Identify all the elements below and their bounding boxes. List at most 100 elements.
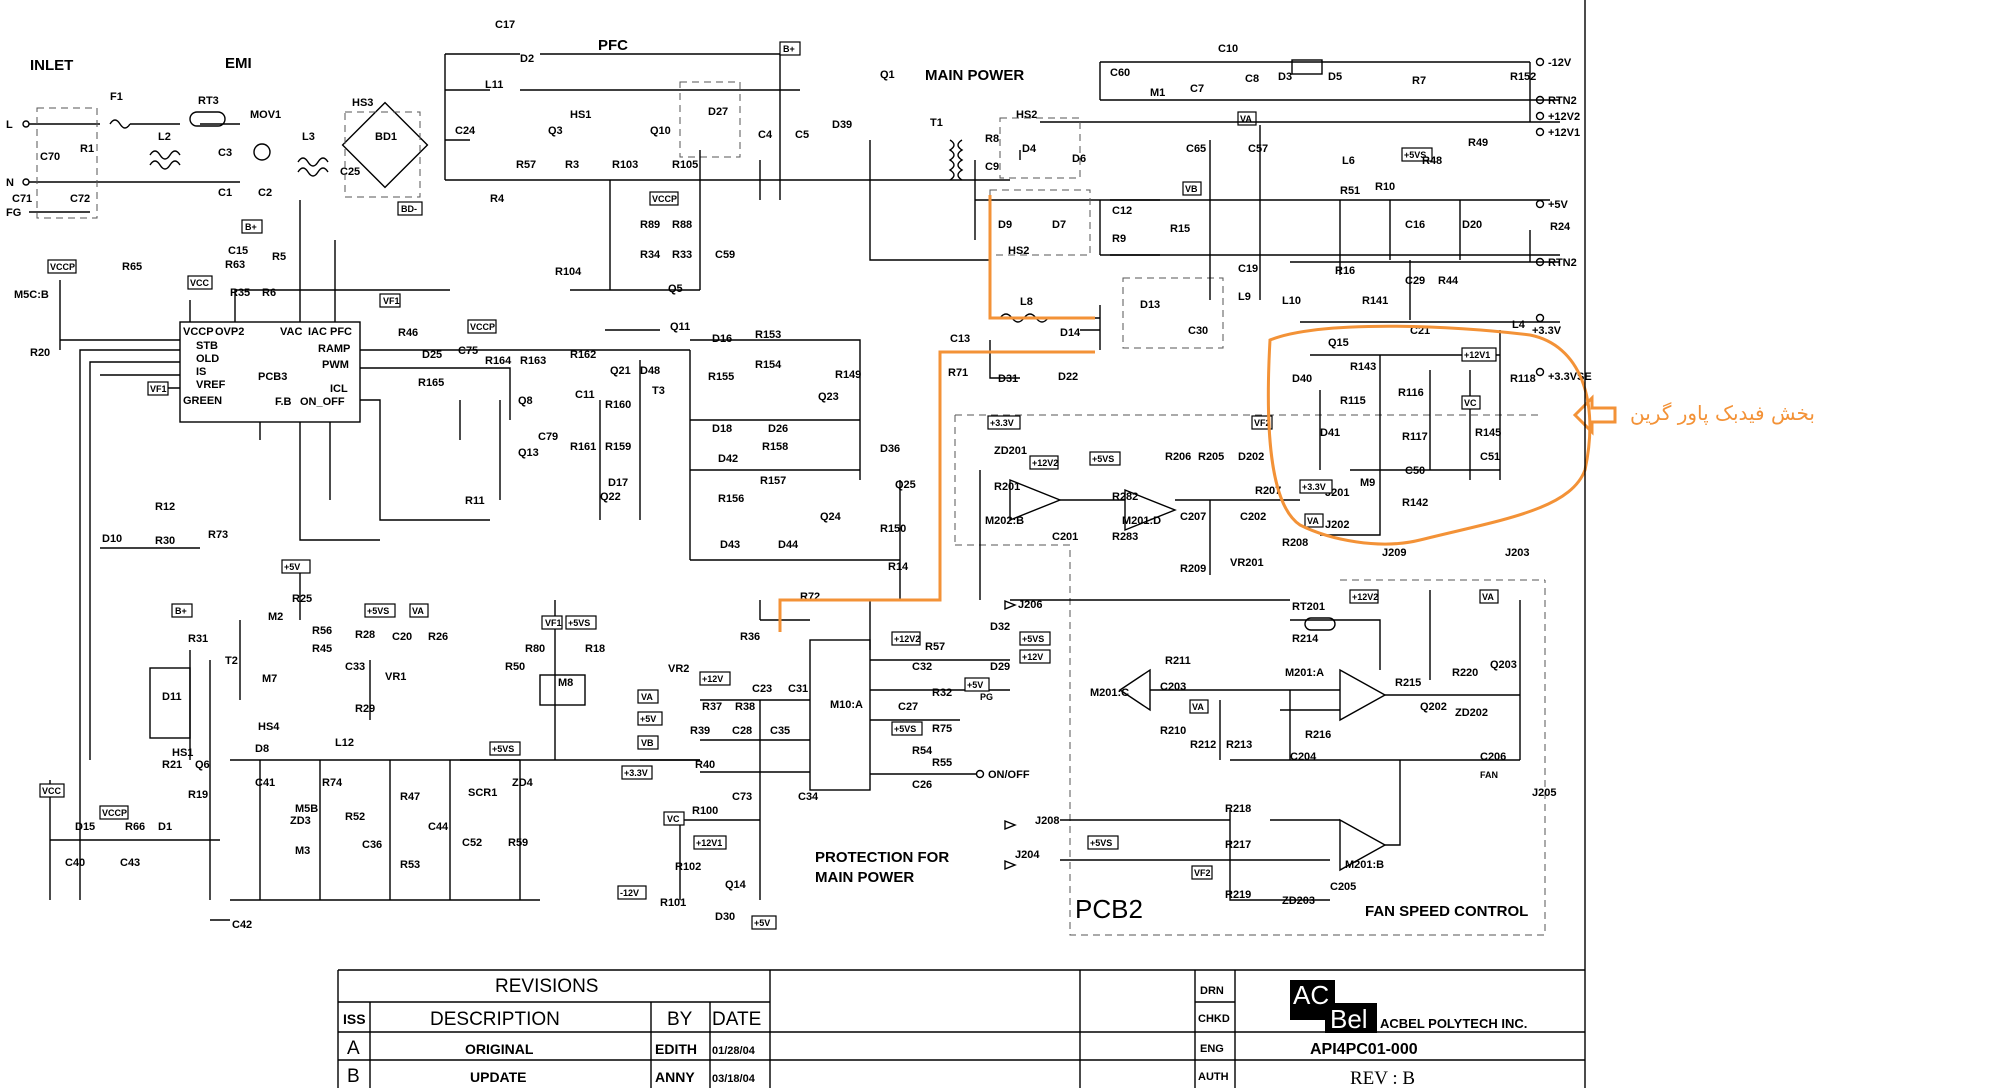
out-minus12v: -12V — [1548, 57, 1572, 69]
plus5v-tag-center: +5V — [284, 562, 300, 572]
company-name: ACBEL POLYTECH INC. — [1380, 1016, 1527, 1031]
fan-speed-title: FAN SPEED CONTROL — [1365, 903, 1528, 920]
r66-label: R66 — [125, 821, 145, 833]
center-section: D25 R165 R164 C75 R163 R162 Q21 D48 C11 … — [239, 293, 916, 761]
c50-label: C50 — [1405, 465, 1425, 477]
eng-label: ENG — [1200, 1043, 1224, 1055]
pfc-title: PFC — [598, 37, 628, 54]
d9-label: D9 — [998, 219, 1012, 231]
mov1-label: MOV1 — [250, 109, 281, 121]
c65-label: C57 — [1248, 143, 1268, 155]
c57-label: L6 — [1342, 155, 1355, 167]
m10a-label: M10:A — [830, 699, 863, 711]
pg-terminal: PG — [980, 692, 993, 702]
vccp-tag-left2: VCCP — [102, 808, 127, 818]
c79-label: C79 — [538, 431, 558, 443]
r213-label: R213 — [1226, 739, 1252, 751]
r73-label: R73 — [208, 529, 228, 541]
pin-old: OLD — [196, 353, 219, 365]
q14-label: Q14 — [725, 879, 747, 891]
r55-label: R55 — [932, 757, 952, 769]
plus5vs-tag-m8: +5VS — [568, 618, 590, 628]
c2-label: C2 — [258, 187, 272, 199]
c13-label: R15 — [1170, 223, 1190, 235]
plus12v-tag-prot: +12V — [702, 674, 723, 684]
r100-label: R100 — [692, 805, 718, 817]
q25-label: Q25 — [895, 479, 916, 491]
r160-label: R160 — [605, 399, 631, 411]
d29-label: D29 — [990, 661, 1010, 673]
l6-label: R51 — [1340, 185, 1360, 197]
d44-label: D44 — [778, 539, 799, 551]
d13-label: C30 — [1188, 325, 1208, 337]
feedback-section: Q15 D40 R143 R116 R115 D41 R117 C50 C51 … — [1292, 330, 1536, 536]
r201-label: R201 — [994, 481, 1020, 493]
l10-label: R141 — [1362, 295, 1388, 307]
m201d-label: M201:D — [1122, 515, 1161, 527]
c26-label: C26 — [912, 779, 932, 791]
vf2-tag-r219: VF2 — [1194, 868, 1211, 878]
d2-label: D2 — [520, 53, 534, 65]
r6-label: R6 — [262, 287, 276, 299]
revisions-header: REVISIONS — [495, 976, 598, 997]
c25-label: C25 — [340, 166, 360, 178]
r118-label: R118 — [1510, 373, 1536, 385]
c205-label: C205 — [1330, 881, 1356, 893]
rev-b-date: 03/18/04 — [712, 1073, 756, 1085]
vf2-tag-pcb2: VF2 — [1254, 418, 1271, 428]
r164-label: R164 — [485, 355, 512, 367]
t2-label: T2 — [225, 655, 238, 667]
c3-label: C3 — [218, 147, 232, 159]
c9-label: C9 — [985, 161, 999, 173]
r103-label: R103 — [612, 159, 638, 171]
r19-label: R19 — [188, 789, 208, 801]
d11-label: D11 — [162, 691, 182, 703]
l9-label: L10 — [1282, 295, 1301, 307]
drn-label: DRN — [1200, 985, 1224, 997]
r75-label: R75 — [932, 723, 952, 735]
vcc2-tag-pcb2: +12V2 — [1032, 458, 1058, 468]
out-12v2: +12V2 — [1548, 111, 1580, 123]
r5-label: R5 — [272, 251, 286, 263]
main-power-title: MAIN POWER — [925, 67, 1024, 84]
minus12v-tag-prot: -12V — [620, 888, 639, 898]
r210-label: R210 — [1160, 725, 1186, 737]
r74-label: R74 — [322, 777, 343, 789]
c43-label: C43 — [120, 857, 140, 869]
c28-label: C28 — [732, 725, 752, 737]
rev-label: REV : B — [1350, 1068, 1415, 1088]
r57-label: R57 — [516, 159, 536, 171]
f1-label: F1 — [110, 91, 123, 103]
r102-label: R102 — [675, 861, 701, 873]
c207-label: C207 — [1180, 511, 1206, 523]
c30-label: D31 — [998, 373, 1018, 385]
part-number: API4PC01-000 — [1310, 1041, 1418, 1058]
vb-tag-prot: VB — [641, 738, 654, 748]
q1-label: Q1 — [880, 69, 895, 81]
vr1-label: VR1 — [385, 671, 406, 683]
plus5v-tag-prot: +5V — [640, 714, 656, 724]
d16-label: D16 — [712, 333, 732, 345]
vccp-tag-pfc: VCCP — [652, 194, 677, 204]
orange-wire-trace — [778, 195, 1095, 632]
annotation-arrow — [1572, 394, 1617, 436]
c1-label: C1 — [218, 187, 232, 199]
c72-label: C72 — [70, 193, 90, 205]
vcc2-tag-prot: +12V2 — [894, 634, 920, 644]
va-tag-prot: VA — [641, 692, 653, 702]
inlet-section: L N FG C70 R1 C71 C72 F1 RT3 MOV1 L2 L3 … — [6, 91, 429, 219]
r4-label: R4 — [490, 193, 505, 205]
pin-green: GREEN — [183, 395, 222, 407]
r25-label: R25 — [292, 593, 312, 605]
pin-ovp2: OVP2 — [215, 326, 244, 338]
plus5vs-tag-j204: +5VS — [1090, 838, 1112, 848]
c36-label: C36 — [362, 839, 382, 851]
plus3v3-tag-prot: +3.3V — [624, 768, 648, 778]
r40-label: R40 — [695, 759, 715, 771]
r145-label: R145 — [1475, 427, 1501, 439]
auth-label: AUTH — [1198, 1071, 1229, 1083]
c31-label: C31 — [788, 683, 808, 695]
rev-b-desc: UPDATE — [470, 1069, 527, 1085]
r59-label: R59 — [508, 837, 528, 849]
